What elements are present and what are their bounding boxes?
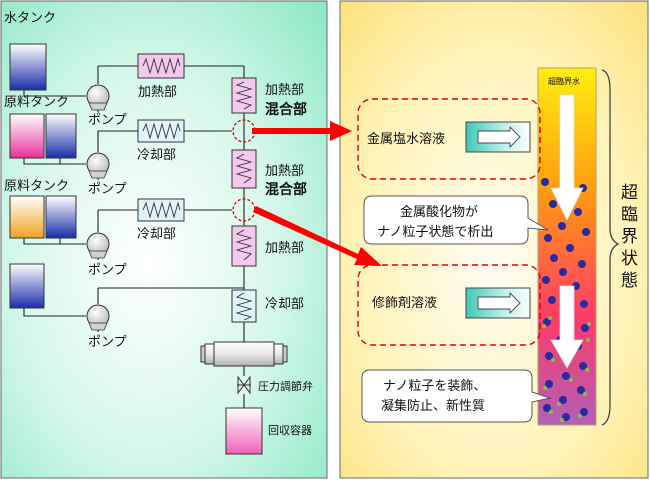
oxide-line-1: 金属酸化物が — [400, 204, 478, 220]
pump-label-4: ポンプ — [88, 335, 127, 350]
tank-blue-3 — [9, 263, 45, 309]
heater-3 — [231, 225, 257, 267]
state-char-1: 超 — [621, 183, 638, 203]
feed-tank-blue-2 — [45, 195, 77, 239]
pump-label-2: ポンプ — [88, 182, 127, 197]
heater-2 — [231, 149, 257, 189]
filter-unit — [200, 341, 288, 367]
heater-top — [137, 53, 185, 79]
state-char-5: 態 — [621, 271, 638, 291]
oxide-line-2: ナノ粒子状態で析出 — [377, 224, 493, 240]
pump-3 — [86, 232, 110, 259]
column-label: 超臨界水 — [548, 76, 580, 86]
heater-1 — [231, 77, 257, 114]
water-tank — [9, 43, 47, 91]
pressure-valve-label: 圧力調節弁 — [258, 379, 313, 393]
decoration-line-2: 凝集防止、新性質 — [381, 398, 485, 414]
decoration-line-1: ナノ粒子を装飾、 — [383, 379, 486, 394]
cooler-main — [231, 289, 257, 323]
red-arrow-1 — [252, 121, 352, 141]
pressure-valve — [237, 375, 251, 395]
oxide-callout — [363, 195, 549, 245]
red-arrow-2 — [253, 206, 382, 266]
state-label: 超 臨 界 状 態 — [621, 183, 638, 291]
feed-tank-blue-1 — [45, 113, 77, 159]
heater-3-label: 加熱部 — [265, 241, 304, 256]
feed-tank-orange — [9, 195, 45, 239]
state-char-2: 臨 — [621, 205, 638, 225]
heater-1-label: 加熱部 — [265, 83, 304, 98]
pump-label-3: ポンプ — [88, 263, 127, 278]
cooler-1 — [137, 119, 185, 143]
pump-label-1: ポンプ — [88, 113, 127, 128]
cooler-main-label: 冷却部 — [265, 297, 304, 312]
pump-4 — [86, 304, 110, 331]
down-arrow-1 — [550, 94, 584, 221]
left-panel — [0, 0, 328, 479]
metal-salt-label: 金属塩水溶液 — [367, 131, 445, 147]
recovery-vessel — [225, 407, 263, 455]
down-arrow-2 — [550, 285, 584, 369]
feed-tank-pink — [9, 113, 45, 159]
cooler-1-label: 冷却部 — [137, 148, 176, 163]
recovery-vessel-label: 回収容器 — [268, 423, 312, 437]
cooler-2 — [137, 198, 185, 222]
water-tank-label: 水タンク — [4, 11, 56, 26]
metal-salt-arrow-box — [465, 121, 531, 153]
state-brace — [601, 69, 620, 426]
state-char-3: 界 — [621, 227, 638, 247]
metal-salt-frame — [357, 98, 541, 180]
feed-tank-label-2: 原料タンク — [4, 179, 69, 194]
heater-2-label: 加熱部 — [265, 164, 304, 179]
cooler-2-label: 冷却部 — [137, 227, 176, 242]
state-char-4: 状 — [621, 249, 638, 269]
modifier-label: 修飾剤溶液 — [372, 295, 437, 311]
mixer-2-label: 混合部 — [265, 181, 307, 198]
mixer-1-label: 混合部 — [265, 101, 307, 118]
pump-1 — [86, 84, 110, 111]
heater-top-label: 加熱部 — [138, 85, 177, 100]
modifier-arrow-box — [465, 287, 531, 319]
decoration-callout — [361, 369, 552, 423]
feed-tank-label-1: 原料タンク — [4, 95, 69, 110]
pump-2 — [86, 152, 110, 179]
modifier-frame — [357, 264, 541, 346]
piping — [23, 65, 245, 408]
